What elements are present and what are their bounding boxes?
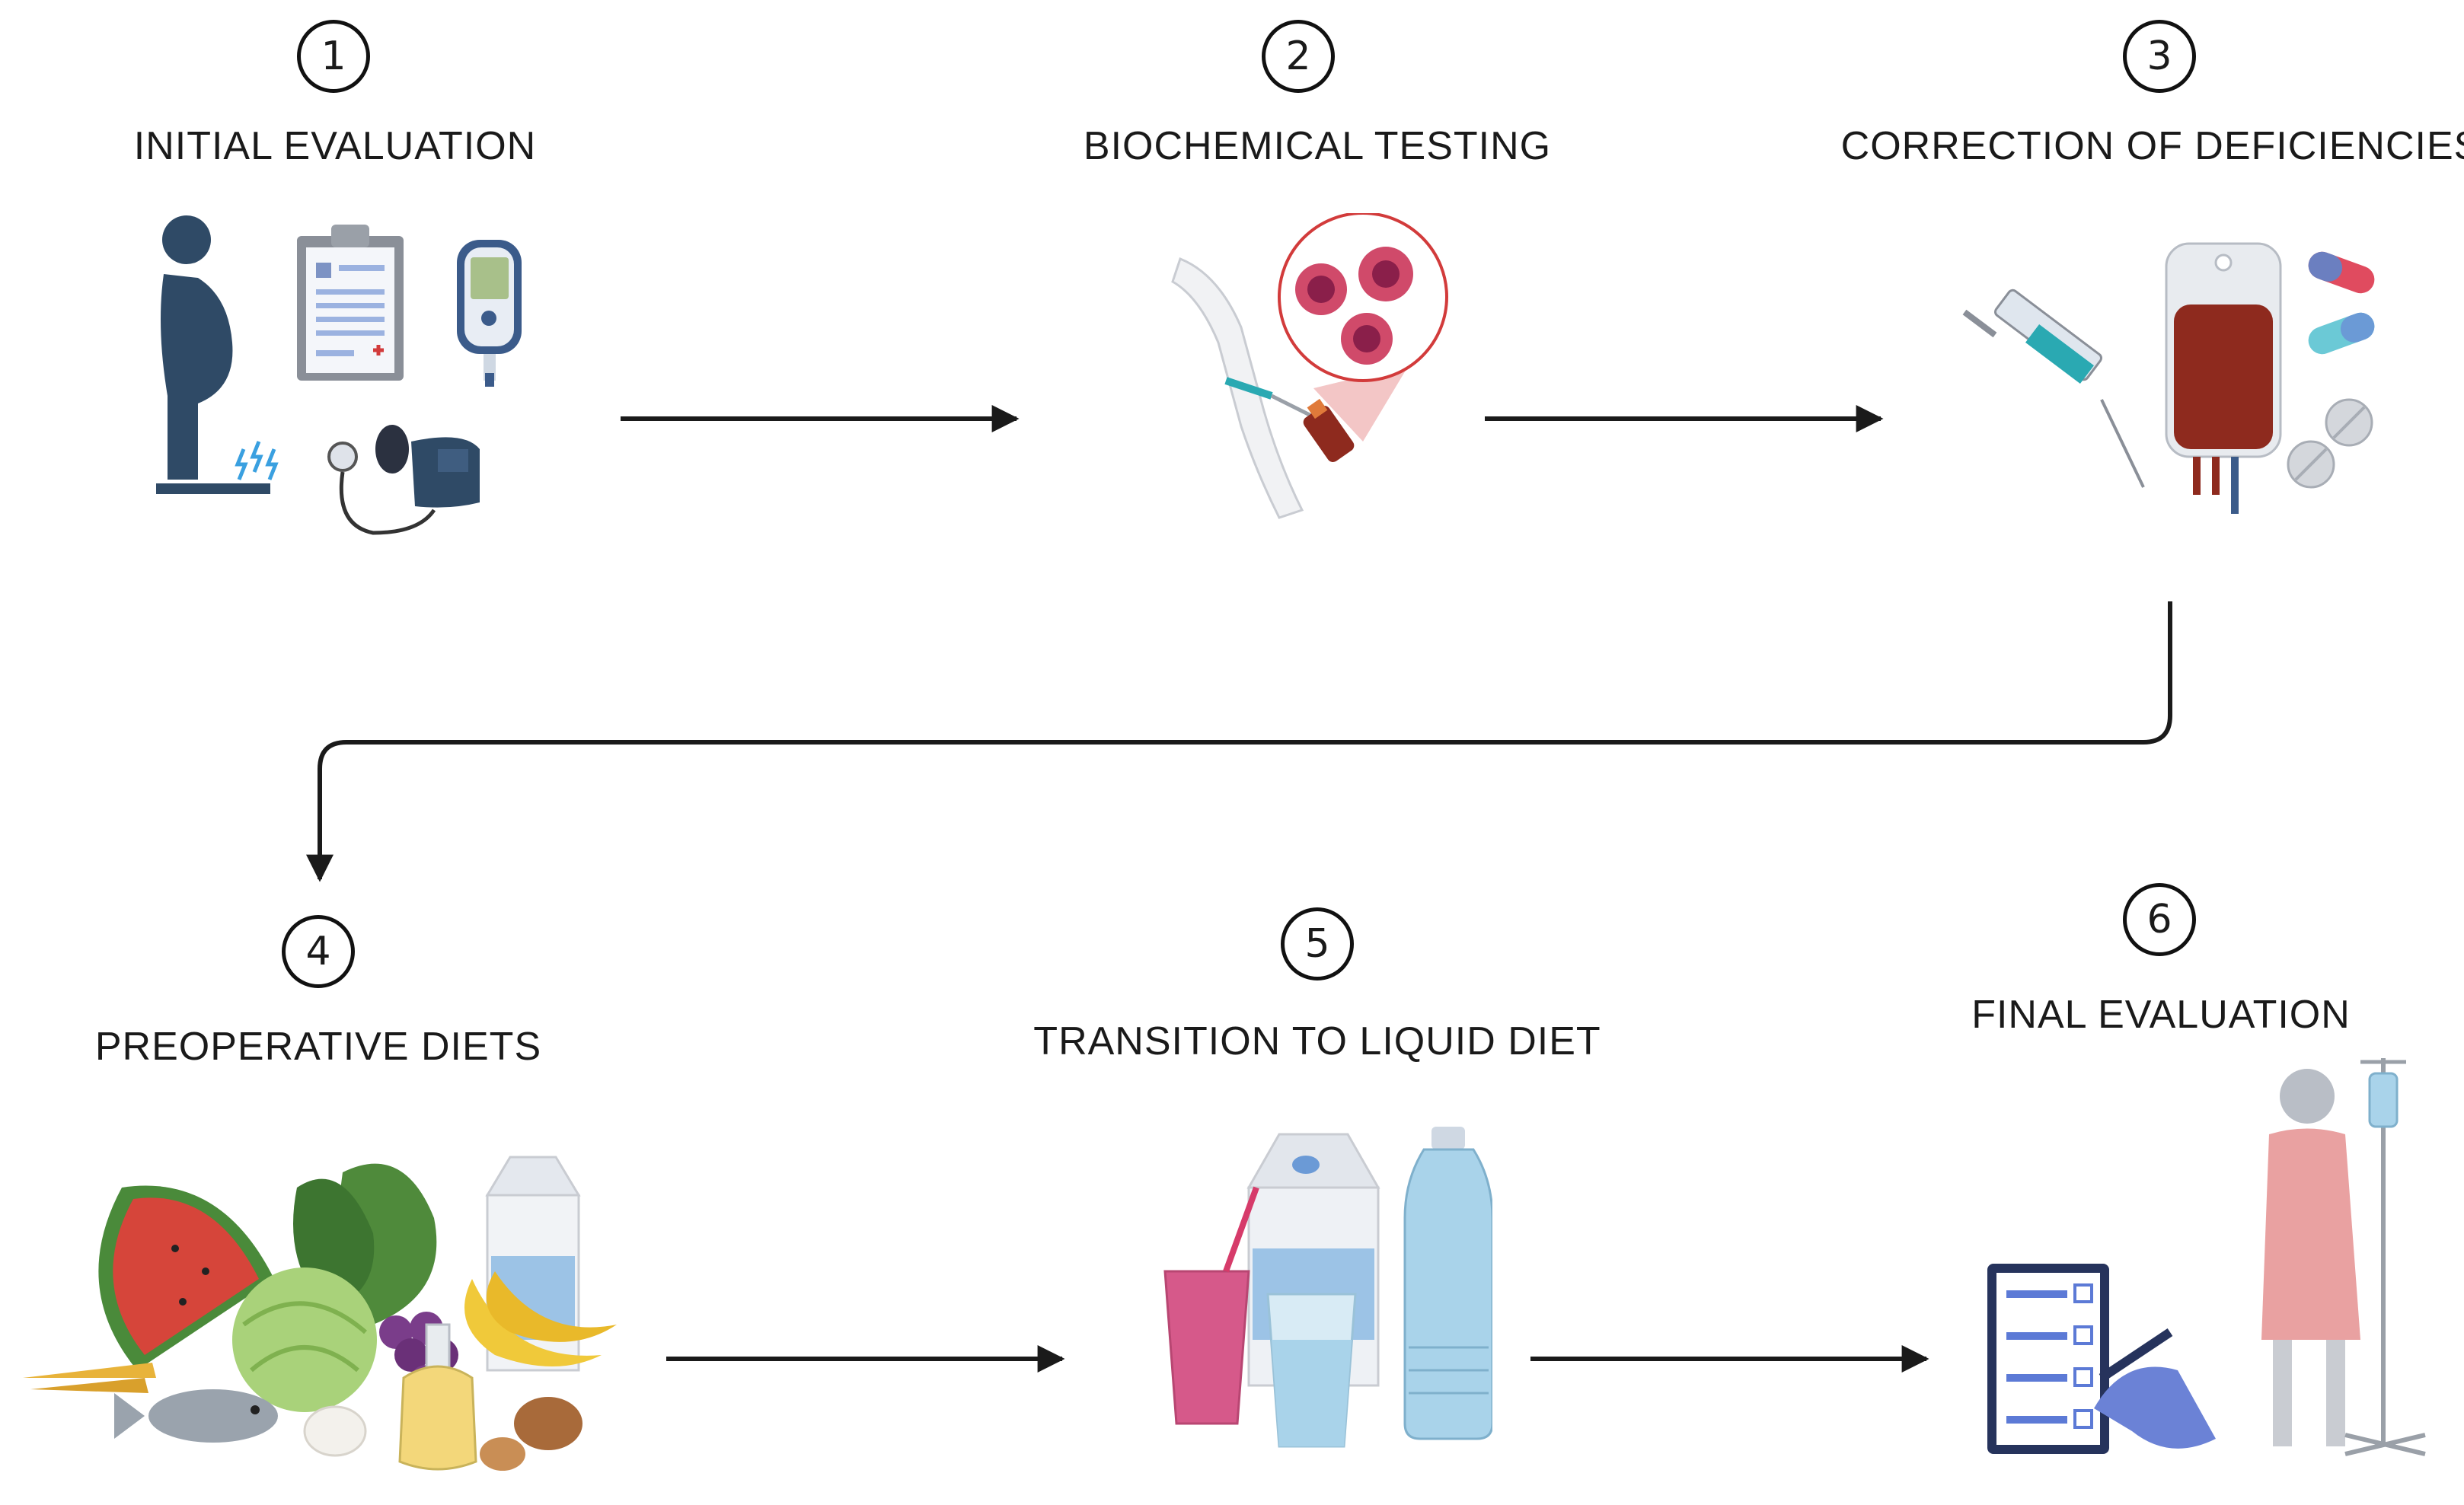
step-3-illustration (1962, 242, 2375, 514)
water-glass-icon (1266, 1293, 1357, 1448)
step-5-illustration (1163, 1127, 1492, 1448)
blood-bag-icon (2165, 242, 2282, 514)
blood-cells-magnifier-icon (1278, 213, 1448, 442)
arm-blood-draw-icon (1171, 257, 1355, 519)
step-6-label: FINAL EVALUATION (1971, 993, 2351, 1037)
nuts-icon (480, 1397, 582, 1471)
water-bottle-icon (1403, 1127, 1492, 1440)
syringe-icon (1962, 289, 2145, 488)
step-2-label: BIOCHEMICAL TESTING (1083, 124, 1552, 168)
step-4-number: 4 (282, 915, 355, 988)
iv-stand-icon (2344, 1058, 2426, 1456)
clipboard-icon (297, 225, 404, 381)
step-5-label: TRANSITION TO LIQUID DIET (1033, 1019, 1601, 1063)
step-5-number: 5 (1281, 907, 1354, 980)
egg-icon (303, 1405, 367, 1457)
fish-icon (114, 1389, 278, 1443)
tablets-icon (2287, 398, 2373, 489)
checklist-icon (1987, 1264, 2216, 1454)
step-4-illustration (23, 1156, 617, 1471)
step-1-label: INITIAL EVALUATION (133, 124, 537, 168)
smoothie-glass-icon (1163, 1186, 1259, 1425)
step-3-number: 3 (2123, 20, 2196, 93)
oil-bottle-icon (398, 1323, 477, 1471)
blood-pressure-cuff-icon (327, 425, 480, 535)
step-1-illustration (156, 215, 522, 535)
step-1-number: 1 (297, 20, 370, 93)
step-2-number: 2 (1262, 20, 1335, 93)
step-4-label: PREOPERATIVE DIETS (94, 1025, 542, 1069)
person-on-scale-icon (156, 215, 279, 494)
cabbage-icon (232, 1267, 377, 1412)
watermelon-icon (98, 1185, 274, 1370)
step-3-label: CORRECTION OF DEFICIENCIES (1840, 124, 2464, 168)
step-6-number: 6 (2123, 883, 2196, 956)
bananas-icon (464, 1271, 617, 1366)
glucometer-icon (457, 240, 522, 387)
step-2-illustration (1171, 213, 1448, 519)
patient-icon (2261, 1069, 2360, 1446)
arrow-3-to-4 (306, 601, 2172, 882)
carrots-icon (23, 1363, 156, 1393)
capsules-icon (2308, 251, 2375, 355)
step-6-illustration (1987, 1058, 2426, 1456)
